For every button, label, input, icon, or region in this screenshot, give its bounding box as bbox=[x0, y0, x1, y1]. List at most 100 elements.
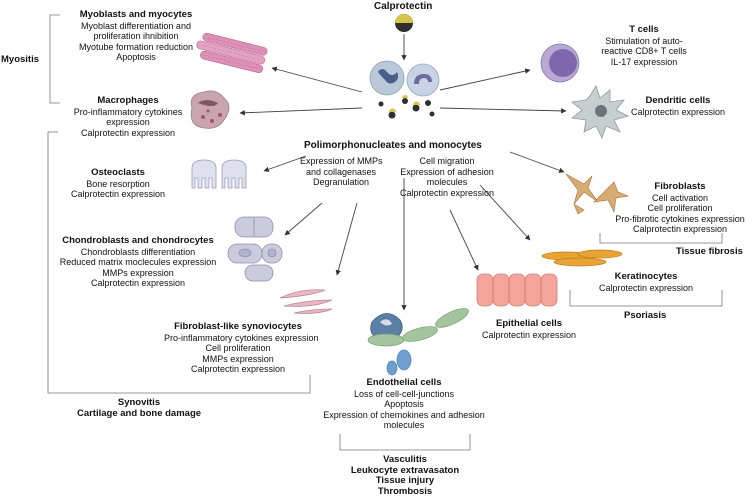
fls-line: Cell proliferation bbox=[205, 343, 271, 353]
macrophage-icon bbox=[190, 90, 230, 129]
osteoclasts-line: Calprotectin expression bbox=[70, 189, 166, 199]
chondro-line: MMPs expression bbox=[102, 267, 174, 278]
calprotectin-label: Calprotectin bbox=[374, 1, 433, 12]
fibroblasts-line: Cell proliferation bbox=[647, 203, 713, 213]
fls-box: Fibroblast-like synoviocytes Pro-inflamm… bbox=[164, 321, 319, 375]
t-cell-icon bbox=[540, 43, 580, 83]
macrophages-title: Macrophages bbox=[97, 95, 159, 106]
chondro-line: Reduced matrix moclecules expression bbox=[59, 257, 217, 267]
synovitis-outcome: Synovitis Cartilage and bone damage bbox=[64, 397, 214, 419]
dendritic-line: Calprotectin expression bbox=[630, 106, 726, 117]
myoblasts-line: Myoblast differentiation and bbox=[81, 20, 191, 31]
tcells-title: T cells bbox=[629, 24, 659, 35]
epithelial-box: Epithelial cells Calprotectin expression bbox=[470, 318, 588, 340]
fibroblasts-line: Pro-fibrotic cytokines expression bbox=[615, 213, 745, 224]
fls-line: Pro-inflammatory cytokines expression bbox=[164, 332, 319, 343]
endothelial-box: Endothelial cells Loss of cell-cell-junc… bbox=[306, 377, 502, 431]
vasculitis-outcome: Vasculitis Leukocyte extravasaton Tissue… bbox=[334, 454, 476, 497]
vasculitis-line: Thrombosis bbox=[377, 485, 433, 497]
keratinocyte-icon bbox=[541, 249, 623, 267]
center-right-line: Cell migration bbox=[419, 156, 475, 166]
chondro-title: Chondroblasts and chondrocytes bbox=[62, 235, 214, 246]
psoriasis-outcome: Psoriasis bbox=[624, 310, 667, 321]
brackets bbox=[47, 14, 723, 451]
epithelial-cell-icon bbox=[476, 273, 558, 307]
myocyte-bundle-icon bbox=[196, 32, 268, 74]
fls-line: Calprotectin expression bbox=[190, 364, 286, 374]
synovitis-line: Synovitis bbox=[117, 397, 161, 408]
macrophages-line: Calprotectin expression bbox=[80, 127, 176, 138]
center-left-line: Degranulation bbox=[312, 177, 370, 187]
myositis-outcome: Myositis bbox=[1, 54, 40, 65]
arrow-to-macrophages bbox=[239, 107, 363, 116]
chondro-line: Calprotectin expression bbox=[90, 278, 186, 288]
myoblasts-line: Apoptosis bbox=[116, 52, 156, 62]
endothelial-line: molecules bbox=[383, 420, 425, 430]
center-left-line: Expression of MMPs bbox=[300, 156, 383, 166]
endothelial-line: Apoptosis bbox=[384, 399, 424, 409]
osteoclasts-title: Osteoclasts bbox=[91, 167, 145, 178]
endothelial-cell-icon bbox=[367, 308, 469, 376]
fls-title: Fibroblast-like synoviocytes bbox=[174, 321, 302, 332]
psoriasis-bracket bbox=[569, 290, 723, 307]
tcells-line: IL-17 expression bbox=[610, 56, 678, 67]
arrow-to-epithelial bbox=[449, 209, 479, 271]
arrow-to-dendritic bbox=[439, 107, 567, 114]
myositis-bracket bbox=[49, 14, 60, 104]
epithelial-title: Epithelial cells bbox=[496, 318, 562, 329]
calprotectin-molecule-icon bbox=[395, 14, 413, 32]
macrophages-box: Macrophages Pro-inflammatory cytokines e… bbox=[66, 95, 190, 138]
fls-line: MMPs expression bbox=[202, 353, 274, 364]
myoblasts-box: Myoblasts and myocytes Myoblast differen… bbox=[62, 9, 210, 63]
fibroblasts-title: Fibroblasts bbox=[654, 181, 706, 192]
synoviocyte-icon bbox=[279, 289, 333, 314]
keratinocytes-title: Keratinocytes bbox=[614, 271, 678, 282]
arrow-to-tcells bbox=[439, 68, 531, 91]
chondro-box: Chondroblasts and chondrocytes Chondrobl… bbox=[54, 235, 222, 289]
osteoclasts-line: Bone resorption bbox=[86, 178, 150, 189]
center-right-line: Calprotectin expression bbox=[399, 187, 495, 198]
arrow-to-myoblasts bbox=[271, 66, 363, 93]
center-left-effects: Expression of MMPs and collagenases Degr… bbox=[300, 156, 383, 188]
center-right-line: molecules bbox=[426, 177, 468, 187]
vasculitis-line: Tissue injury bbox=[375, 475, 435, 486]
arrow-to-osteoclasts bbox=[263, 155, 307, 172]
arrows bbox=[239, 34, 567, 311]
keratinocytes-box: Keratinocytes Calprotectin expression bbox=[580, 271, 712, 293]
endothelial-title: Endothelial cells bbox=[366, 377, 442, 388]
chondro-line: Chondroblasts differentiation bbox=[80, 246, 196, 257]
tcells-line: reactive CD8+ T cells bbox=[601, 46, 687, 56]
fibroblasts-line: Cell activation bbox=[651, 192, 709, 203]
arrow-to-keratinocytes bbox=[479, 184, 531, 241]
synovitis-bracket bbox=[47, 131, 311, 394]
epithelial-line: Calprotectin expression bbox=[481, 329, 577, 340]
arrow-to-fls bbox=[335, 202, 358, 276]
fibroblasts-line: Calprotectin expression bbox=[632, 224, 728, 234]
tcells-line: Stimulation of auto- bbox=[605, 35, 683, 46]
arrow-to-fibroblasts bbox=[509, 151, 565, 173]
vasculitis-line: Leukocyte extravasaton bbox=[350, 464, 460, 476]
endothelial-line: Expression of chemokines and adhesion bbox=[323, 409, 485, 420]
synovitis-line: Cartilage and bone damage bbox=[76, 407, 202, 419]
center-left-line: and collagenases bbox=[305, 166, 377, 177]
vasculitis-bracket bbox=[339, 434, 471, 451]
myoblasts-title: Myoblasts and myocytes bbox=[79, 9, 193, 20]
arrow-to-chondro bbox=[284, 202, 323, 236]
osteoclasts-box: Osteoclasts Bone resorption Calprotectin… bbox=[64, 167, 172, 200]
pmn-monocyte-cluster-icon bbox=[369, 60, 440, 119]
macrophages-line: Pro-inflammatory cytokines bbox=[73, 106, 183, 117]
center-right-line: Expression of adhesion bbox=[400, 166, 494, 177]
fibroblast-icon bbox=[565, 173, 630, 215]
fibrosis-outcome: Tissue fibrosis bbox=[676, 246, 743, 257]
osteoclast-icon bbox=[191, 159, 247, 189]
vasculitis-line: Vasculitis bbox=[383, 454, 427, 465]
chondrocyte-icon bbox=[227, 216, 283, 282]
myoblasts-line: Myotube formation reduction bbox=[78, 41, 194, 52]
keratinocytes-line: Calprotectin expression bbox=[598, 282, 694, 293]
center-right-effects: Cell migration Expression of adhesion mo… bbox=[394, 156, 500, 198]
myoblasts-line: proliferation ihnibition bbox=[93, 31, 179, 41]
fibrosis-bracket bbox=[599, 233, 723, 244]
center-title: Polimorphonucleates and monocytes bbox=[304, 140, 482, 151]
